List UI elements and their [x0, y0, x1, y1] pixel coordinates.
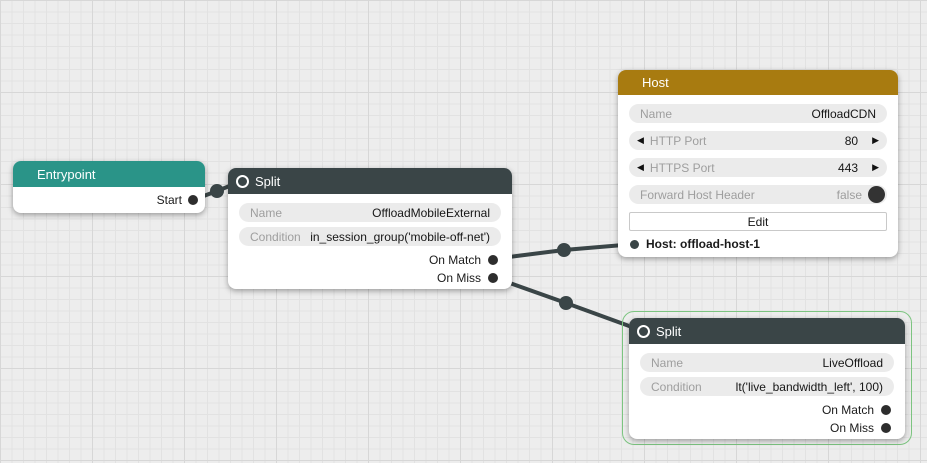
port-label: On Match: [821, 403, 874, 417]
port-label: On Miss: [829, 421, 874, 435]
field-label: Name: [640, 106, 673, 121]
node-title: Entrypoint: [37, 166, 96, 182]
decrement-arrow-icon[interactable]: ◀: [637, 162, 644, 172]
toggle-value: false: [836, 187, 862, 202]
node-header[interactable]: Split: [629, 318, 905, 344]
port-row-start: Start: [13, 187, 205, 213]
field-value: in_session_group('mobile-off-net'): [310, 229, 490, 244]
node-body: Name LiveOffload Condition lt('live_band…: [629, 344, 905, 439]
output-port-dot[interactable]: [488, 255, 498, 265]
field-value: OffloadCDN: [811, 106, 876, 121]
https-port-stepper[interactable]: ◀ HTTPS Port 443 ▶: [629, 158, 887, 177]
output-port-dot[interactable]: [881, 405, 891, 415]
field-label: HTTPS Port: [649, 160, 715, 175]
name-field[interactable]: Name LiveOffload: [640, 353, 894, 372]
condition-field[interactable]: Condition in_session_group('mobile-off-n…: [239, 227, 501, 246]
input-port-circle-icon[interactable]: [236, 174, 249, 188]
field-label: Condition: [250, 229, 301, 244]
field-value: 443: [838, 160, 859, 175]
node-title: Host: [642, 75, 669, 90]
field-label: Condition: [651, 379, 702, 394]
condition-field[interactable]: Condition lt('live_bandwidth_left', 100): [640, 377, 894, 396]
node-entrypoint[interactable]: Entrypoint Start: [13, 161, 205, 213]
input-port-circle-icon[interactable]: [637, 324, 650, 338]
decrement-arrow-icon[interactable]: ◀: [637, 135, 644, 145]
node-header[interactable]: Entrypoint: [13, 161, 205, 187]
field-value: 80: [844, 133, 859, 148]
http-port-stepper[interactable]: ◀ HTTP Port 80 ▶: [629, 131, 887, 150]
field-label: Name: [250, 205, 283, 220]
port-label: Start: [156, 193, 182, 207]
port-label: Host: offload-host-1: [646, 237, 760, 251]
field-value: LiveOffload: [822, 355, 884, 370]
name-field[interactable]: Name OffloadCDN: [629, 104, 887, 123]
field-value: OffloadMobileExternal: [372, 205, 490, 220]
field-value: lt('live_bandwidth_left', 100): [735, 379, 883, 394]
node-title: Split: [255, 173, 281, 189]
edit-button[interactable]: Edit: [629, 212, 887, 231]
increment-arrow-icon[interactable]: ▶: [872, 135, 879, 145]
edge-handle[interactable]: [557, 243, 571, 257]
node-header[interactable]: Split: [228, 168, 512, 194]
input-port-dot[interactable]: [630, 239, 639, 249]
port-row-host-in: Host: offload-host-1: [618, 235, 898, 253]
field-label: Name: [651, 355, 684, 370]
port-label: On Miss: [436, 271, 481, 285]
port-row-on-miss: On Miss: [629, 419, 905, 437]
node-body: Name OffloadCDN ◀ HTTP Port 80 ▶ ◀ HTTPS…: [618, 95, 898, 257]
node-title: Split: [656, 323, 682, 339]
edge-handle[interactable]: [210, 184, 224, 198]
increment-arrow-icon[interactable]: ▶: [872, 162, 879, 172]
node-header[interactable]: Host: [618, 70, 898, 95]
edge-handle[interactable]: [559, 296, 573, 310]
output-port-dot[interactable]: [881, 423, 891, 433]
forward-host-header-toggle[interactable]: Forward Host Header false: [629, 185, 887, 204]
node-body: Name OffloadMobileExternal Condition in_…: [228, 194, 512, 289]
port-row-on-match: On Match: [629, 401, 905, 419]
output-port-dot[interactable]: [188, 195, 198, 205]
field-label: HTTP Port: [649, 133, 707, 148]
toggle-knob[interactable]: [868, 186, 885, 203]
output-port-dot[interactable]: [488, 273, 498, 283]
port-label: On Match: [428, 253, 481, 267]
node-split-live-offload[interactable]: Split Name LiveOffload Condition lt('liv…: [629, 318, 905, 439]
selection-outline: [622, 311, 912, 445]
port-row-on-miss: On Miss: [228, 269, 512, 287]
node-split-offload-mobile[interactable]: Split Name OffloadMobileExternal Conditi…: [228, 168, 512, 289]
node-host[interactable]: Host Name OffloadCDN ◀ HTTP Port 80 ▶ ◀ …: [618, 70, 898, 257]
name-field[interactable]: Name OffloadMobileExternal: [239, 203, 501, 222]
port-row-on-match: On Match: [228, 251, 512, 269]
field-label: Forward Host Header: [640, 187, 755, 202]
